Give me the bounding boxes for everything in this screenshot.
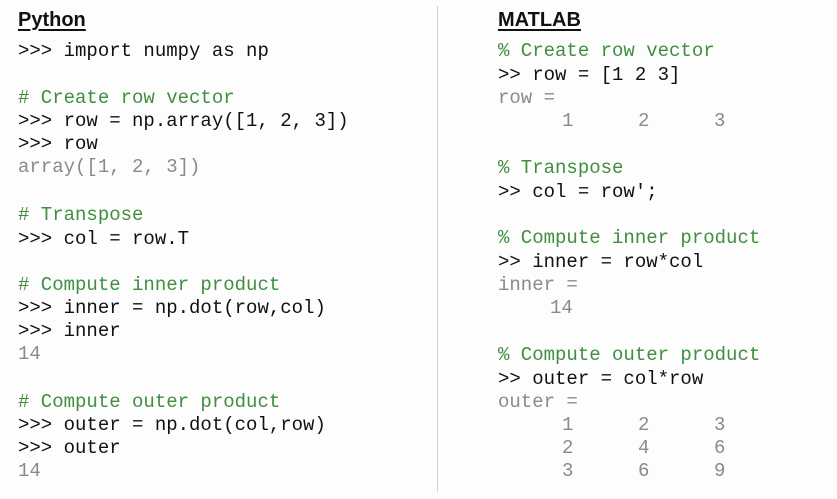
matlab-outer-value: 6: [638, 460, 650, 482]
matlab-row-value: 3: [714, 110, 726, 132]
matlab-inner-value: 14: [550, 297, 573, 319]
matlab-outer-value: 4: [638, 437, 650, 459]
matlab-inner-assign-line: >> inner = row*col: [498, 251, 704, 273]
python-comment-outer: # Compute outer product: [18, 391, 281, 413]
python-row-assign-line: >>> row = np.array([1, 2, 3]): [18, 110, 349, 132]
python-outer-assign-line: >>> outer = np.dot(col,row): [18, 414, 326, 436]
matlab-outer-value: 6: [714, 437, 726, 459]
matlab-outer-output-label: outer =: [498, 391, 578, 413]
matlab-row-value: 2: [638, 110, 650, 132]
python-inner-output: 14: [18, 343, 41, 365]
python-row-output: array([1, 2, 3]): [18, 156, 201, 178]
matlab-comment-transpose: % Transpose: [498, 157, 624, 179]
matlab-comment-create-row: % Create row vector: [498, 40, 715, 62]
matlab-row-output-label: row =: [498, 87, 556, 109]
matlab-title: MATLAB: [498, 9, 581, 31]
matlab-comment-inner: % Compute inner product: [498, 227, 761, 249]
matlab-comment-outer: % Compute outer product: [498, 344, 761, 366]
matlab-row-value: 1: [562, 110, 574, 132]
python-import-line: >>> import numpy as np: [18, 40, 269, 62]
python-outer-echo-line: >>> outer: [18, 437, 121, 459]
python-inner-assign-line: >>> inner = np.dot(row,col): [18, 297, 326, 319]
matlab-inner-output-label: inner =: [498, 274, 578, 296]
matlab-row-assign-line: >> row = [1 2 3]: [498, 64, 681, 86]
matlab-outer-value: 2: [562, 437, 574, 459]
python-row-echo-line: >>> row: [18, 133, 98, 155]
python-comment-transpose: # Transpose: [18, 204, 144, 226]
python-inner-echo-line: >>> inner: [18, 320, 121, 342]
column-divider: [437, 6, 438, 492]
matlab-outer-value: 3: [562, 460, 574, 482]
python-comment-create-row: # Create row vector: [18, 87, 235, 109]
matlab-col-assign-line: >> col = row';: [498, 181, 658, 203]
matlab-outer-value: 9: [714, 460, 726, 482]
python-title: Python: [18, 9, 86, 31]
python-outer-output: 14: [18, 460, 41, 482]
python-comment-inner: # Compute inner product: [18, 274, 281, 296]
matlab-outer-assign-line: >> outer = col*row: [498, 368, 704, 390]
matlab-outer-value: 1: [562, 414, 574, 436]
matlab-outer-value: 3: [714, 414, 726, 436]
python-col-assign-line: >>> col = row.T: [18, 228, 190, 250]
matlab-outer-value: 2: [638, 414, 650, 436]
